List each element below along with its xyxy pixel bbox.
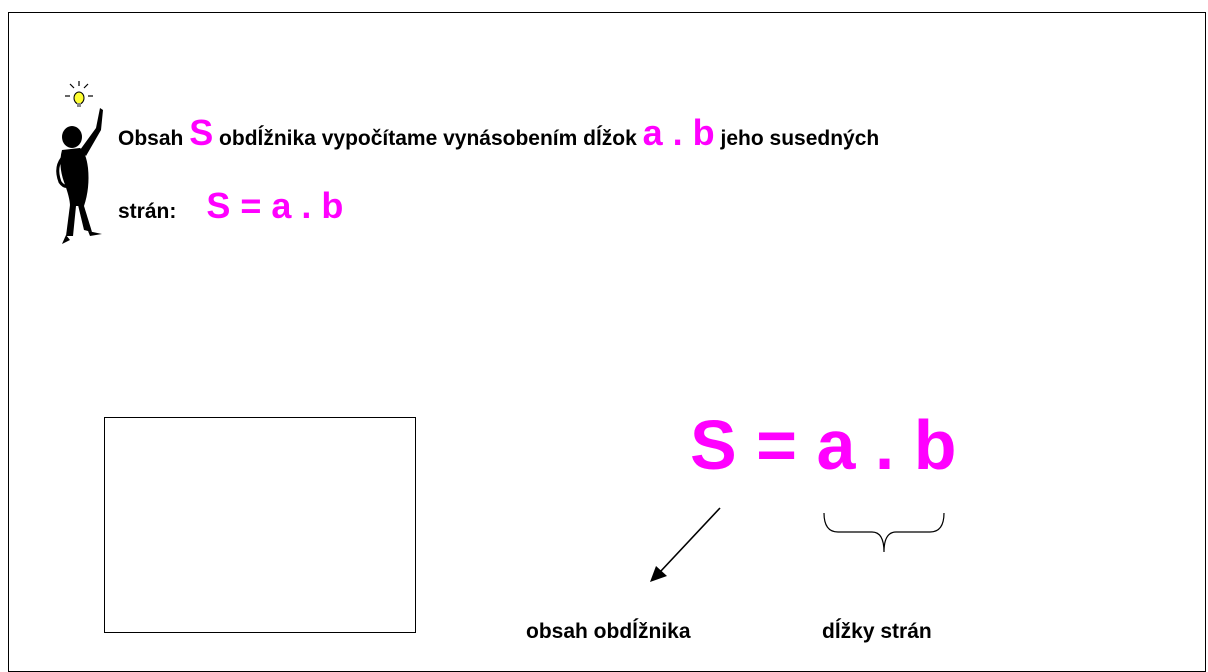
inline-formula: S = a . b [206, 185, 344, 226]
area-label: obsah obdĺžnika [526, 620, 691, 643]
definition-line-2: strán: S = a . b [118, 185, 343, 227]
annotation-graphics [650, 507, 945, 582]
symbol-s: S [189, 112, 214, 153]
thinking-figure-icon [56, 81, 103, 244]
definition-text-2: obdĺžnika vypočítame vynásobením dĺžok [213, 127, 643, 150]
definition-line-1: Obsah S obdĺžnika vypočítame vynásobením… [118, 112, 879, 154]
symbol-ab: a . b [642, 112, 715, 153]
arrow-down-left-icon [650, 507, 721, 582]
rectangle-shape [104, 417, 416, 633]
main-formula: S = a . b [690, 406, 957, 484]
definition-text-4: strán: [118, 200, 177, 223]
definition-text-1: Obsah [118, 127, 190, 150]
definition-text-3: jeho susedných [714, 127, 880, 150]
sides-label: dĺžky strán [822, 620, 932, 643]
curly-brace-icon [823, 512, 945, 553]
